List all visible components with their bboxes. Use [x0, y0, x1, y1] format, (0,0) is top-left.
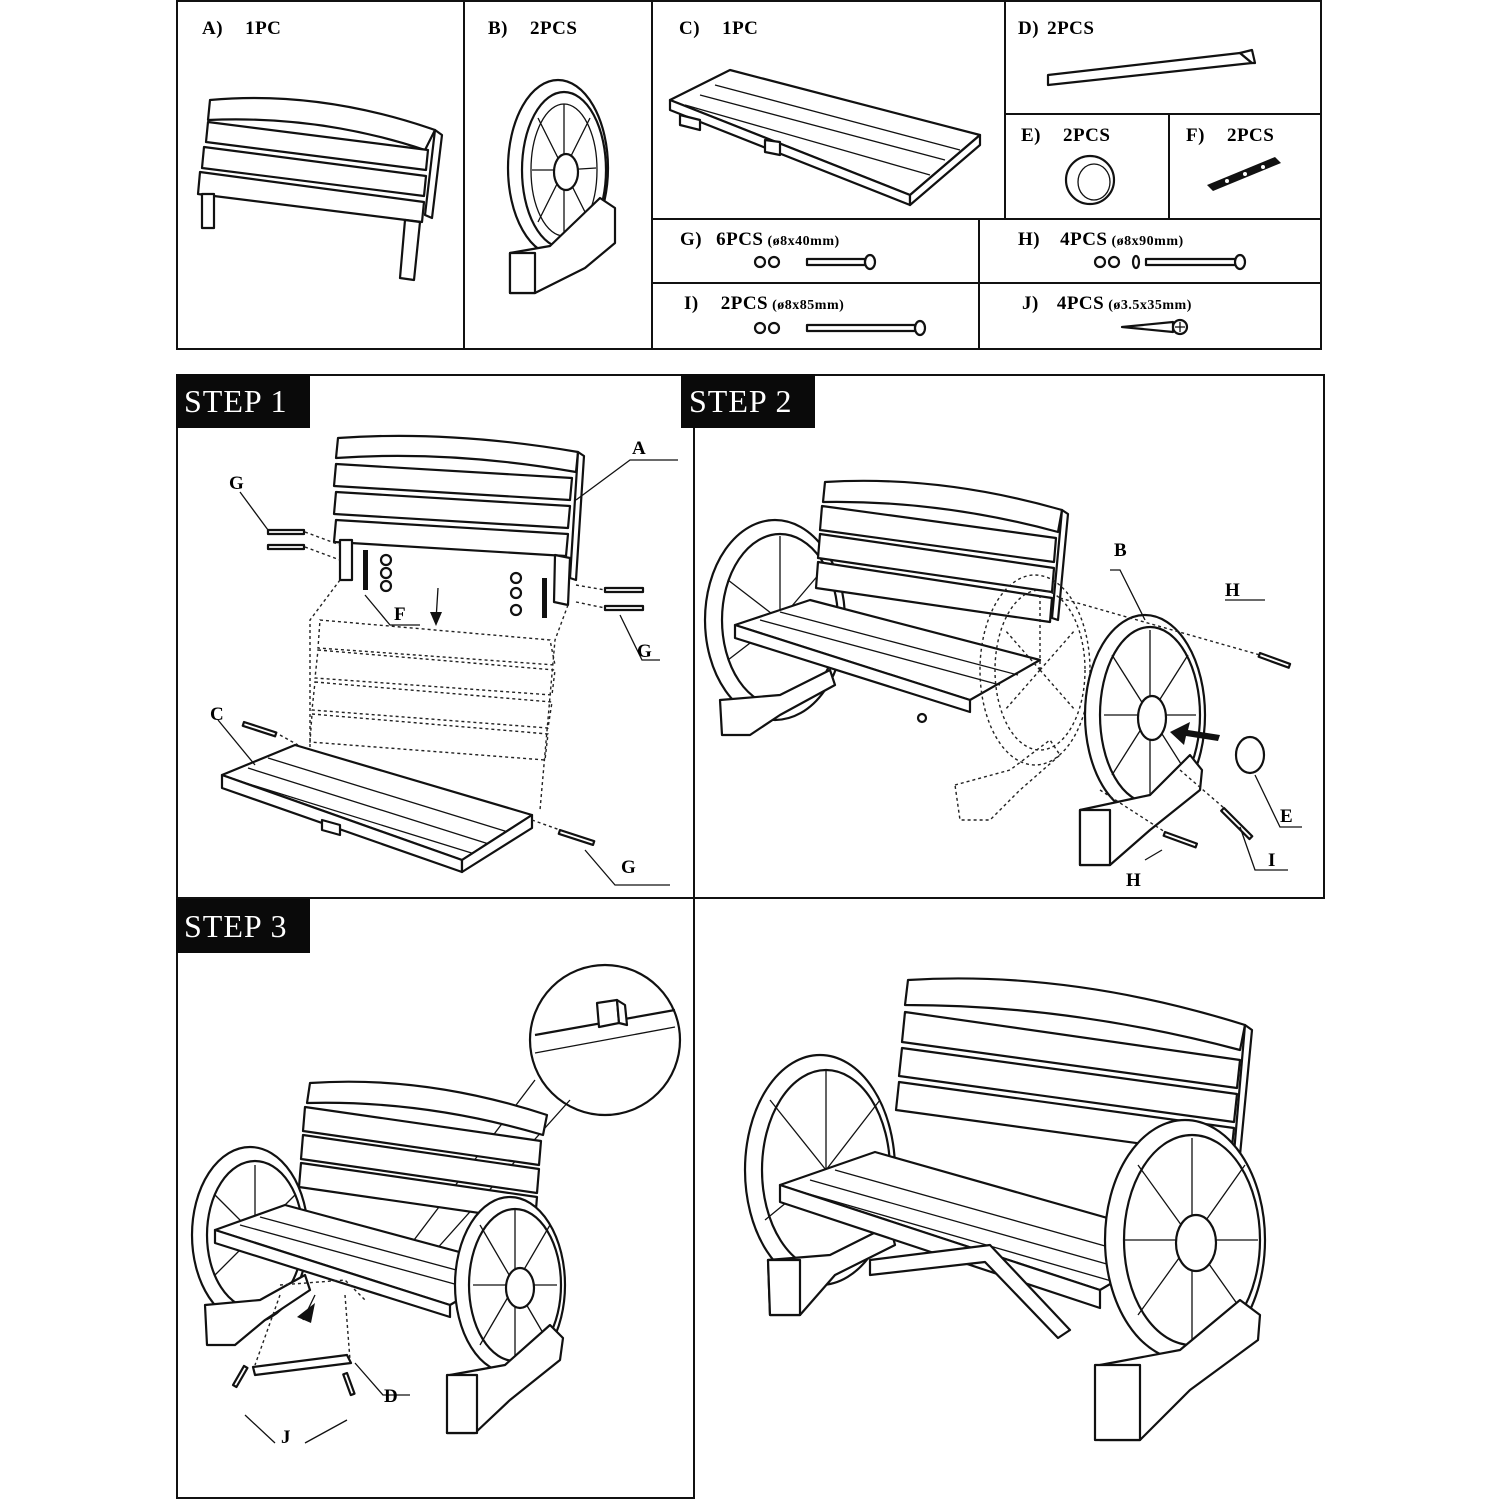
step1-callout-f: F	[394, 604, 406, 625]
part-label-d: D)2PCS	[1018, 18, 1095, 39]
part-label-h: H)4PCS(ø8x90mm)	[1018, 229, 1184, 250]
part-c-seat-illustration	[668, 68, 982, 207]
step1-heading: STEP 1	[176, 374, 310, 428]
step3-panel	[176, 897, 695, 1499]
part-j-screw-illustration	[1120, 318, 1189, 336]
step1-callout-g-bottom: G	[621, 857, 636, 878]
part-cell-g	[651, 218, 980, 284]
step1-callout-g-top: G	[229, 473, 244, 494]
part-cell-j	[978, 282, 1322, 350]
step1-callout-g-right: G	[637, 641, 652, 662]
part-label-f: F)2PCS	[1186, 125, 1275, 146]
final-assembled-bench	[743, 977, 1267, 1442]
part-label-i: I)2PCS(ø8x85mm)	[684, 293, 845, 314]
step2-callout-e: E	[1280, 806, 1293, 827]
step3-heading: STEP 3	[176, 899, 310, 953]
part-e-cap-illustration	[1064, 154, 1116, 206]
part-cell-i	[651, 282, 980, 350]
step2-callout-b: B	[1114, 540, 1127, 561]
step1-callout-a: A	[632, 438, 646, 459]
part-label-a: A)1PC	[202, 18, 282, 39]
step2-callout-i: I	[1268, 850, 1276, 871]
step1-callout-c: C	[210, 704, 224, 725]
step2-heading: STEP 2	[681, 374, 815, 428]
part-f-bracket-illustration	[1207, 157, 1281, 191]
part-label-c: C)1PC	[679, 18, 759, 39]
part-i-bolt-illustration	[753, 319, 927, 337]
part-cell-c	[651, 0, 1006, 220]
part-label-j: J)4PCS(ø3.5x35mm)	[1022, 293, 1192, 314]
step2-callout-h-bottom: H	[1126, 870, 1141, 891]
part-cell-a	[176, 0, 465, 350]
part-label-b: B)2PCS	[488, 18, 578, 39]
step3-callout-j: J	[281, 1427, 291, 1448]
part-cell-f	[1168, 113, 1322, 220]
part-h-bolt-illustration	[1093, 253, 1247, 271]
part-label-e: E)2PCS	[1021, 125, 1111, 146]
part-cell-h	[978, 218, 1322, 284]
step2-diagram	[703, 479, 1302, 871]
part-label-g: G)6PCS(ø8x40mm)	[680, 229, 840, 250]
part-g-bolt-illustration	[753, 253, 877, 271]
part-a-backrest-illustration	[196, 96, 444, 282]
step2-panel	[693, 374, 1325, 899]
step3-callout-d: D	[384, 1386, 398, 1407]
part-cell-e	[1004, 113, 1170, 220]
part-cell-b	[463, 0, 653, 350]
part-d-crossbar-illustration	[1046, 48, 1257, 87]
step3-diagram	[190, 963, 682, 1444]
part-b-wheel-illustration	[506, 78, 617, 295]
step2-callout-h-top: H	[1225, 580, 1240, 601]
part-cell-d	[1004, 0, 1322, 115]
step1-diagram	[217, 434, 678, 886]
